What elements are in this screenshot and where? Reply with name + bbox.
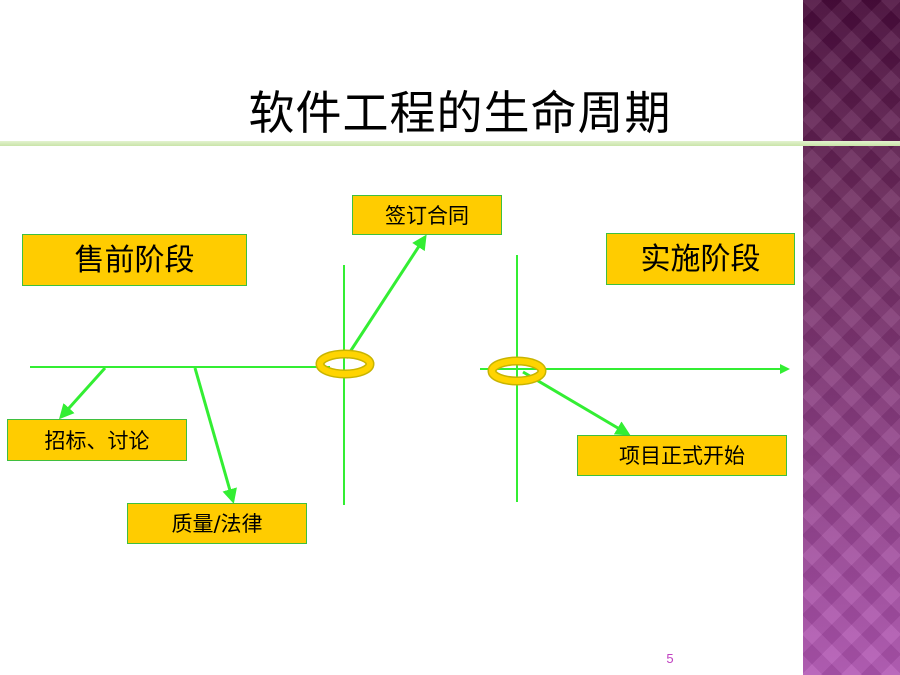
- title-underline: [0, 141, 900, 146]
- page-number: 5: [666, 651, 674, 666]
- phase-box-implementation: 实施阶段: [606, 233, 795, 285]
- milestone-box-contract: 签订合同: [352, 195, 502, 235]
- branch-box-quality-legal: 质量/法律: [127, 503, 307, 544]
- branch-box-bidding: 招标、讨论: [7, 419, 187, 461]
- slide-title: 软件工程的生命周期: [248, 86, 672, 140]
- milestone-ring-left-inner: [317, 351, 373, 377]
- arrow-to-project-start: [522, 370, 631, 436]
- arrow-to-quality-legal: [193, 367, 237, 504]
- branch-label-bidding: 招标、讨论: [44, 429, 150, 453]
- arrow-to-bidding: [58, 366, 107, 420]
- arrow-to-contract: [344, 234, 427, 359]
- milestone-label-contract: 签订合同: [385, 204, 469, 228]
- phase-label-presales: 售前阶段: [74, 243, 195, 278]
- milestone-ring-right-inner: [489, 358, 545, 384]
- branch-label-quality-legal: 质量/法律: [171, 512, 263, 536]
- branch-box-project-start: 项目正式开始: [577, 435, 787, 476]
- branch-label-project-start: 项目正式开始: [619, 444, 745, 468]
- phase-label-implementation: 实施阶段: [640, 242, 761, 277]
- decorative-side-band: [803, 0, 900, 675]
- phase-box-presales: 售前阶段: [22, 234, 247, 286]
